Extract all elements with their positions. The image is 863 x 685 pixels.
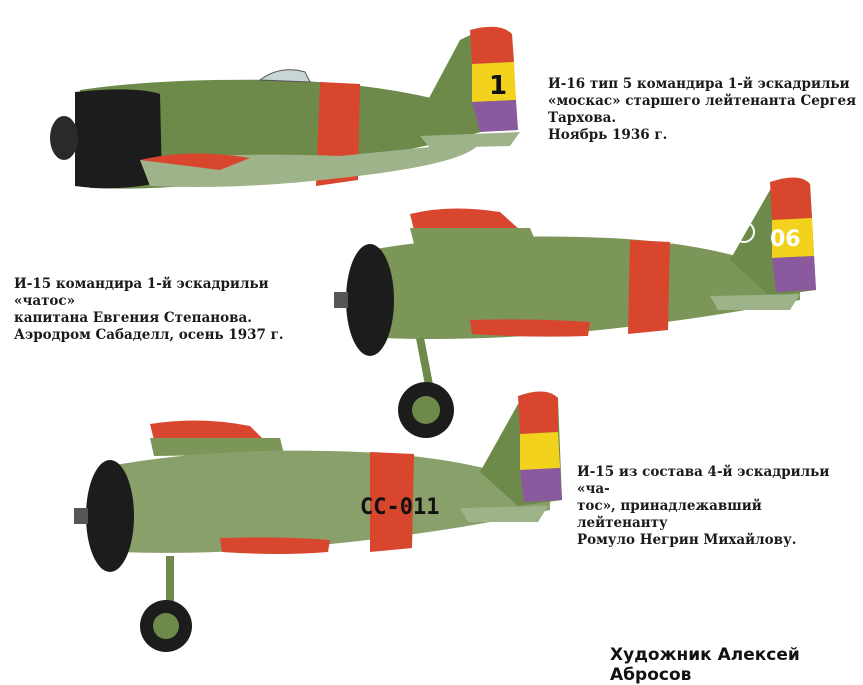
tail-stripe-purple [472, 100, 518, 132]
engine-cowling [86, 460, 134, 572]
caption-line: тос», принадлежавший лейтенанту [577, 498, 762, 531]
caption-line: И-15 командира 1-й эскадрильи «чатос» [14, 276, 269, 309]
caption-line: Ноябрь 1936 г. [548, 127, 668, 143]
engine-cowling [346, 244, 394, 356]
i15-aircraft-illustration-2: СС-011 [74, 391, 562, 652]
i15-aircraft-illustration-1: 06 [334, 177, 816, 438]
caption-line: Аэродром Сабаделл, осень 1937 г. [14, 327, 284, 343]
tail-stripe-yellow [472, 62, 516, 102]
tail-number: 1 [489, 71, 507, 101]
caption-line: Ромуло Негрин Михайлову. [577, 532, 797, 548]
plane3-caption: И-15 из состава 4-й эскадрильи «ча- тос»… [577, 464, 857, 549]
plane1-caption: И-16 тип 5 командира 1-й эскадрильи «мос… [548, 76, 858, 144]
plane2-caption: И-15 командира 1-й эскадрильи «чатос» ка… [14, 276, 314, 344]
engine-cowling [75, 89, 162, 189]
caption-line: «москас» старшего лейтенанта Сергея Тарх… [548, 93, 857, 126]
tail-stripe-red [470, 26, 514, 64]
caption-line: И-15 из состава 4-й эскадрильи «ча- [577, 464, 830, 497]
caption-line: капитана Евгения Степанова. [14, 310, 252, 326]
artist-credit: Художник Алексей Абросов [610, 645, 800, 685]
tail-number: 06 [770, 227, 801, 252]
caption-line: И-16 тип 5 командира 1-й эскадрильи [548, 76, 850, 92]
i16-aircraft-illustration: 1 [50, 26, 520, 189]
fuselage-code: СС-011 [360, 495, 439, 520]
